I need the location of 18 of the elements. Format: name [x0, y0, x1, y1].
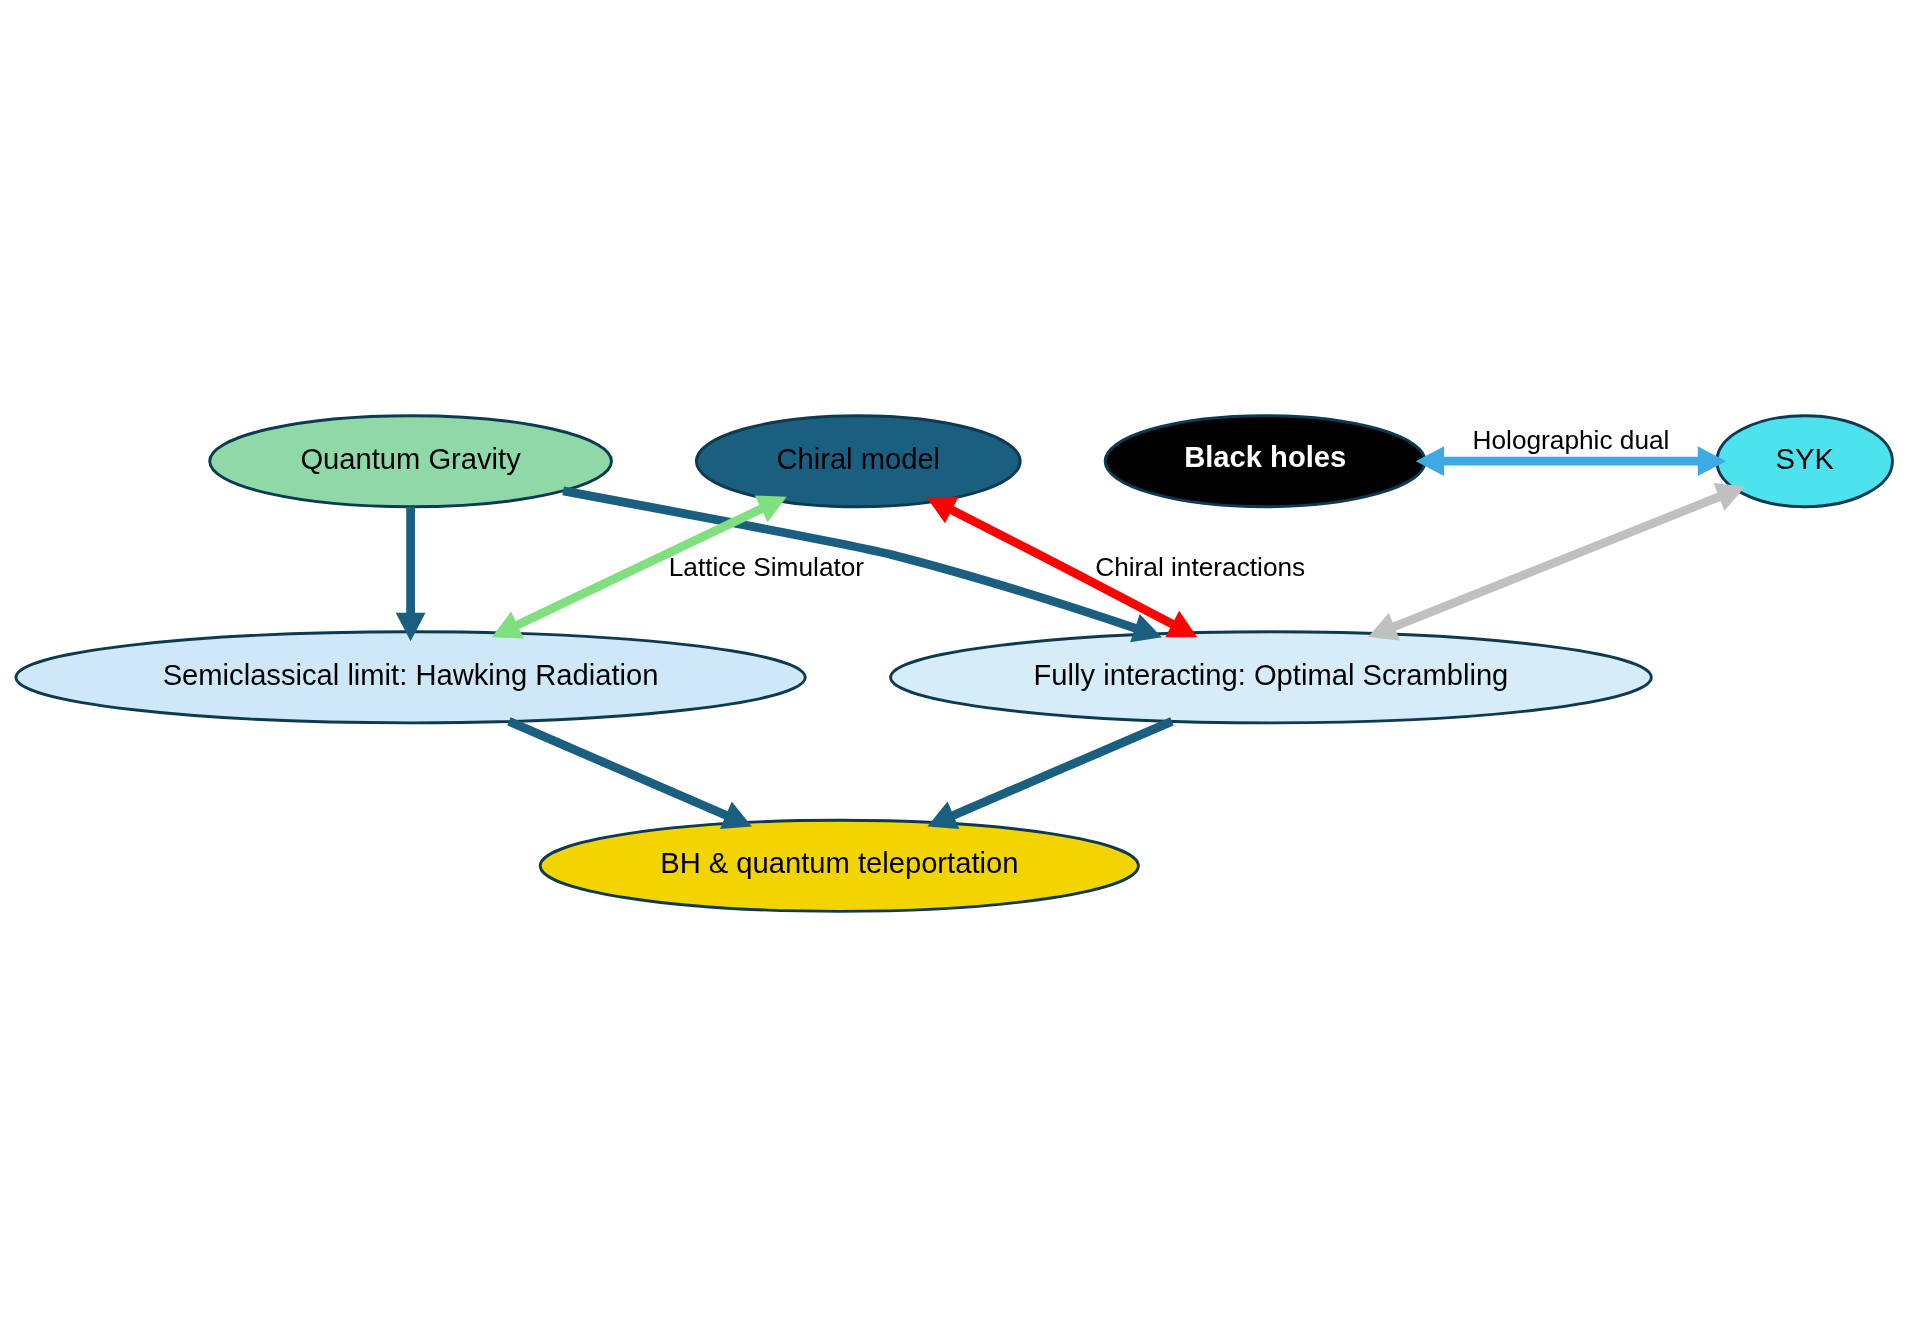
arrow	[562, 486, 1162, 642]
arrow	[1368, 482, 1746, 640]
arrow	[507, 716, 752, 829]
arrow	[926, 496, 1198, 637]
arrow	[1415, 445, 1727, 476]
node-ellipse: SYK	[1715, 413, 1894, 508]
arrow	[927, 716, 1174, 829]
node-ellipse: Fully interacting: Optimal Scrambling	[889, 629, 1653, 724]
node-ellipse: Chiral model	[694, 413, 1022, 508]
arrow	[491, 495, 787, 638]
node-ellipse: Black holes	[1103, 413, 1427, 508]
arrow	[395, 506, 426, 641]
node-ellipse: Semiclassical limit: Hawking Radiation	[14, 629, 807, 724]
edge-label: Holographic dual	[1472, 424, 1670, 455]
node-ellipse: BH & quantum teleportation	[538, 818, 1140, 913]
node-ellipse: Quantum Gravity	[208, 413, 613, 508]
edge-label: Lattice Simulator	[668, 551, 865, 582]
edge-label: Chiral interactions	[1095, 551, 1306, 582]
